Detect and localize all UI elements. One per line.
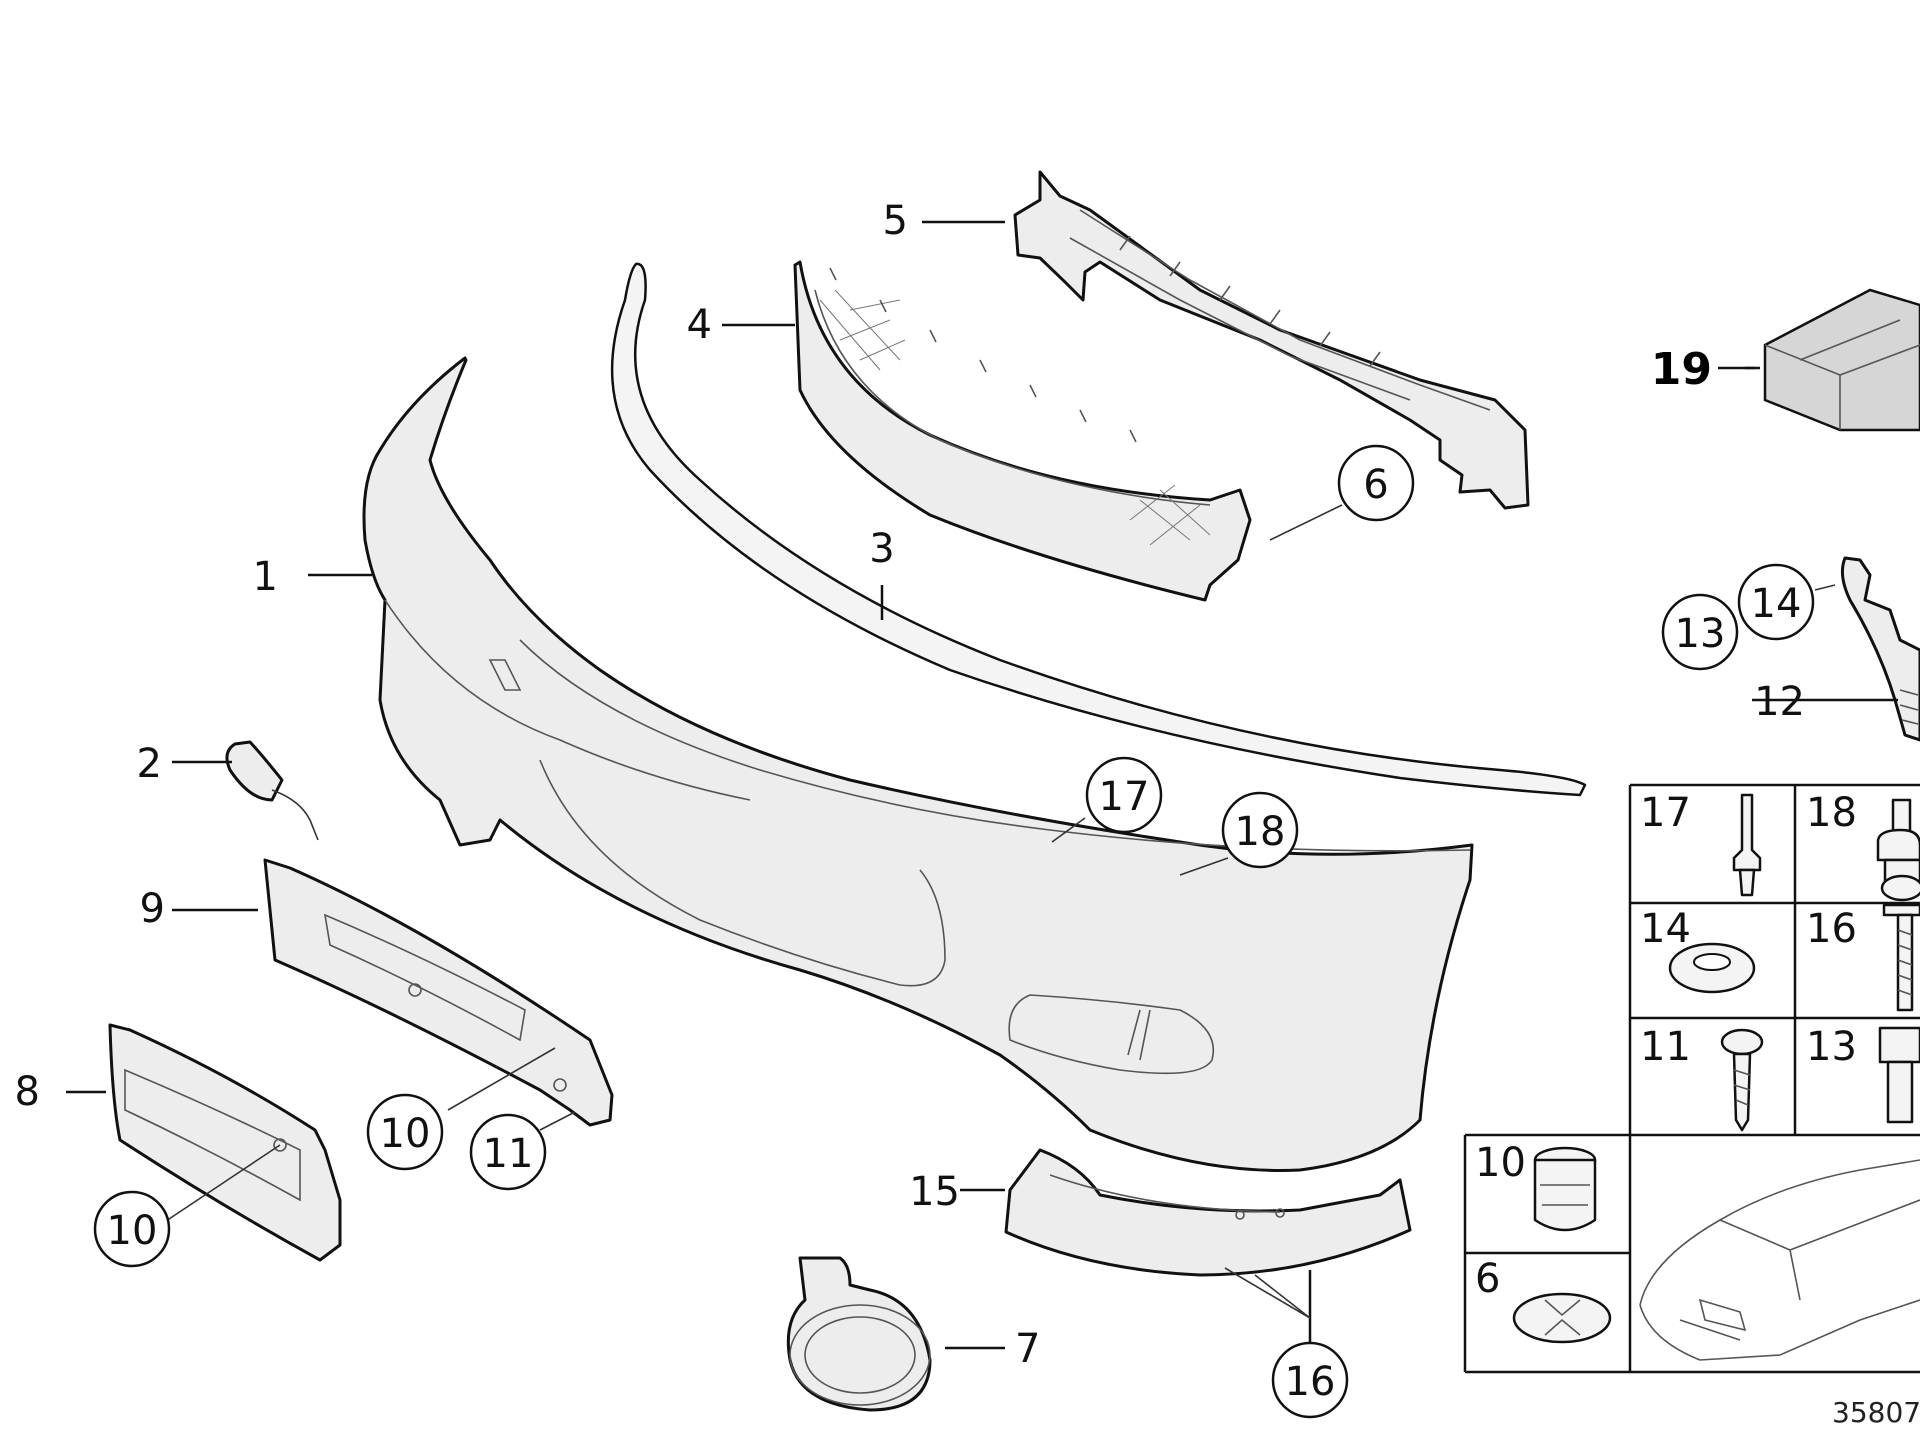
part-8-plate-base: [108, 1023, 342, 1262]
label-15: 15: [909, 1169, 960, 1215]
callouts: 6 17 18 10 11 10 16 13 14: [93, 444, 1815, 1419]
part-15-spoiler: [1004, 1148, 1412, 1277]
part-7-fog-ring: [786, 1256, 932, 1412]
rivet-17-icon: [1732, 793, 1762, 897]
callout-10-bracket: 10: [380, 1111, 431, 1157]
callout-6: 6: [1363, 462, 1388, 508]
label-3: 3: [869, 526, 894, 572]
grommet-10-icon: [1533, 1146, 1597, 1232]
label-2: 2: [137, 741, 162, 787]
part-9-plate-bracket: [263, 858, 614, 1127]
callout-11: 11: [483, 1131, 534, 1177]
document-number: 35807: [1832, 1396, 1920, 1429]
fastener-table: 17 18 14 16 11 13 10 6: [1463, 783, 1920, 1374]
callout-16: 16: [1285, 1359, 1336, 1405]
label-12: 12: [1754, 679, 1805, 725]
callout-13: 13: [1675, 611, 1726, 657]
table-label-13: 13: [1806, 1024, 1857, 1070]
car-thumbnail-icon: [1639, 1159, 1920, 1361]
screw-11-icon: [1720, 1028, 1764, 1132]
table-label-11: 11: [1640, 1024, 1691, 1070]
part-3-trim-strip: [610, 262, 1587, 797]
screw-16-icon: [1880, 874, 1920, 1012]
label-7: 7: [1015, 1326, 1040, 1372]
table-label-6: 6: [1475, 1256, 1500, 1302]
table-label-16: 16: [1806, 906, 1857, 952]
part-12-bracket: [1840, 556, 1920, 742]
label-9: 9: [140, 886, 165, 932]
callout-10-plate: 10: [107, 1208, 158, 1254]
label-19: 19: [1651, 344, 1712, 395]
label-8: 8: [15, 1069, 40, 1115]
part-4-grille: [793, 260, 1252, 602]
label-5: 5: [883, 198, 908, 244]
callout-17: 17: [1099, 774, 1150, 820]
washer-14-icon: [1668, 942, 1756, 994]
part-2-tow-cap: [225, 740, 319, 841]
label-1: 1: [253, 554, 278, 600]
callout-14: 14: [1751, 581, 1802, 627]
part-5-carrier: [1013, 170, 1530, 510]
table-label-14: 14: [1640, 906, 1691, 952]
label-4: 4: [687, 302, 712, 348]
part-19-box: [1763, 288, 1920, 432]
callout-18: 18: [1235, 809, 1286, 855]
table-label-10: 10: [1475, 1140, 1526, 1186]
table-label-18: 18: [1806, 790, 1857, 836]
plain-labels: 1 2 3 4 5 7 8 9 12 15 19: [15, 198, 1805, 1372]
table-label-17: 17: [1640, 790, 1691, 836]
clip-nut-6-icon: [1512, 1292, 1612, 1344]
bolt-13-icon: [1878, 1026, 1920, 1124]
